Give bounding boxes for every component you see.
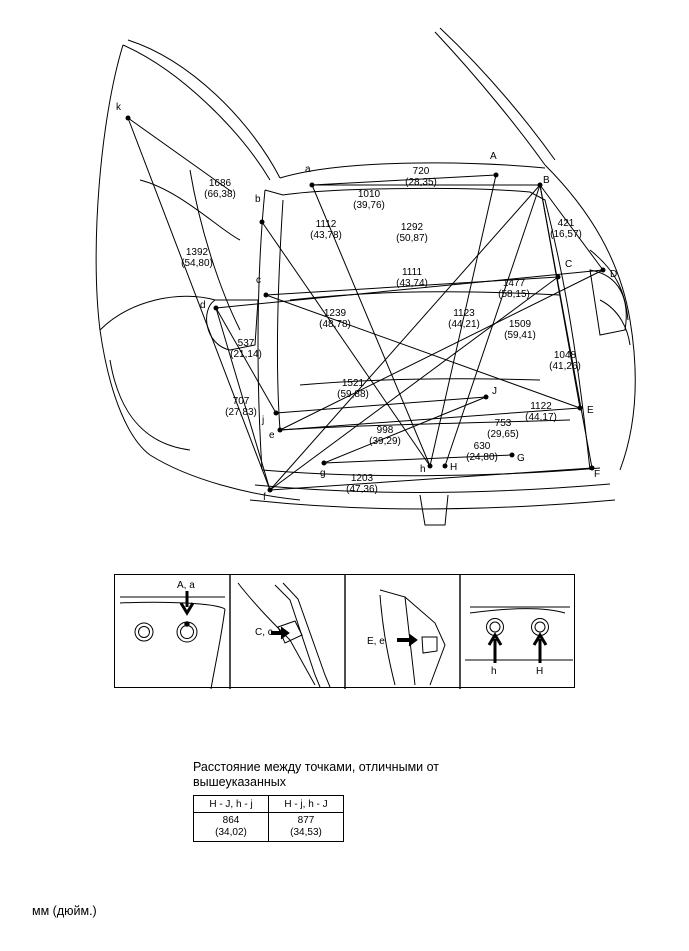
dim-998-in: (39,29) — [369, 436, 401, 447]
dim-1122-in: (44,17) — [525, 412, 557, 423]
dim-1010-mm: 1010 — [358, 189, 381, 200]
dim-421-mm: 421 — [558, 218, 575, 229]
table-header-2: H - j, h - J — [268, 795, 344, 813]
dim-720-mm: 720 — [413, 166, 430, 177]
point-f-label: f — [263, 492, 266, 503]
measurement-points — [125, 115, 606, 493]
point-B-label: B — [543, 175, 550, 186]
dim-1203-mm: 1203 — [351, 473, 374, 484]
dim-1203-in: (47,36) — [346, 484, 378, 495]
units-label: мм (дюйм.) — [32, 904, 97, 918]
dim-1010-in: (39,76) — [353, 200, 385, 211]
car-body-outline — [95, 27, 636, 526]
dim-707-mm: 707 — [233, 396, 250, 407]
point-j-label: j — [261, 415, 264, 426]
dim-1477-in: (58,15) — [498, 289, 530, 300]
point-E-label: E — [587, 405, 594, 416]
dim-720-in: (28,35) — [405, 177, 437, 188]
dim-1686-in: (66,38) — [204, 189, 236, 200]
cell-1-in: (34,02) — [215, 827, 247, 838]
detail-panels-art: A, a C, c E, e — [119, 575, 573, 689]
point-D-label: D — [610, 269, 617, 280]
dim-1521-mm: 1521 — [342, 378, 365, 389]
table-cell-1: 864 (34,02) — [193, 812, 269, 842]
dim-1122-mm: 1122 — [530, 401, 552, 412]
dim-1111-mm: 1111 — [402, 267, 422, 278]
dim-1509-mm: 1509 — [509, 319, 532, 330]
note-title: Расстояние между точками, отличными от в… — [193, 760, 440, 789]
detail-H-label: H — [536, 666, 543, 677]
dim-1123-mm: 1123 — [453, 308, 475, 319]
detail-a-label: A, a — [177, 580, 195, 591]
dim-630-in: (24,80) — [466, 452, 498, 463]
distance-table: H - J, h - j H - j, h - J 864 (34,02) 87… — [193, 795, 344, 842]
dim-753-mm: 753 — [495, 418, 512, 429]
cell-2-in: (34,53) — [290, 827, 322, 838]
detail-panel-e — [379, 589, 446, 686]
point-k-label: k — [116, 102, 122, 113]
point-d-label: d — [200, 300, 206, 311]
dim-753-in: (29,65) — [487, 429, 519, 440]
dim-1292-mm: 1292 — [401, 222, 424, 233]
table-header-1: H - J, h - j — [193, 795, 269, 813]
measurement-labels: 720 (28,35) 1010 (39,76) 1686 (66,38) 11… — [181, 166, 582, 495]
dim-537-in: (21,14) — [230, 349, 262, 360]
dim-998-mm: 998 — [377, 425, 394, 436]
point-G-label: G — [517, 453, 525, 464]
dim-1112-mm: 1112 — [316, 219, 337, 230]
cell-1-mm: 864 — [222, 815, 240, 826]
point-e-label: e — [269, 430, 275, 441]
dim-630-mm: 630 — [474, 441, 491, 452]
point-C-label: C — [565, 259, 572, 270]
measurement-lines — [127, 117, 604, 491]
dim-1048-in: (41,26) — [549, 361, 581, 372]
point-g-label: g — [320, 468, 326, 479]
point-c-label: c — [256, 275, 261, 286]
dim-537-mm: 537 — [238, 338, 255, 349]
dim-421-in: (16,57) — [550, 229, 582, 240]
dim-1686-mm: 1686 — [209, 178, 232, 189]
detail-panels: A, a C, c E, e — [114, 574, 575, 689]
dim-1123-in: (44,21) — [448, 319, 480, 330]
point-b-label: b — [255, 194, 261, 205]
point-h-label: h — [420, 464, 426, 475]
table-cell-2: 877 (34,53) — [268, 812, 344, 842]
dim-1477-mm: 1477 — [503, 278, 526, 289]
dim-1292-in: (50,87) — [396, 233, 428, 244]
dim-1239-mm: 1239 — [324, 308, 347, 319]
point-A-label: A — [490, 151, 497, 162]
dim-1392-mm: 1392 — [186, 247, 209, 258]
dim-1392-in: (54,80) — [181, 258, 213, 269]
detail-panel-a — [119, 591, 226, 689]
detail-panel-h — [465, 606, 573, 663]
dim-1521-in: (59,88) — [337, 389, 369, 400]
dim-1111-in: (43,74) — [396, 278, 428, 289]
detail-e-label: E, e — [367, 636, 385, 647]
detail-panel-c — [237, 582, 331, 688]
cell-2-mm: 877 — [297, 815, 315, 826]
point-F-label: F — [594, 469, 600, 480]
point-J-label: J — [492, 386, 497, 397]
rear-body-diagram: a A B b C c D d E e F f G g H h J j k 72… — [95, 27, 636, 526]
dim-1048-mm: 1048 — [554, 350, 577, 361]
point-H-label: H — [450, 462, 457, 473]
dim-1112-in: (43,78) — [310, 230, 342, 241]
point-a-label: a — [305, 164, 311, 175]
detail-h-small-label: h — [491, 666, 497, 677]
dim-1509-in: (59,41) — [504, 330, 536, 341]
detail-c-label: C, c — [255, 627, 273, 638]
dim-707-in: (27,83) — [225, 407, 257, 418]
dim-1239-in: (48,78) — [319, 319, 351, 330]
